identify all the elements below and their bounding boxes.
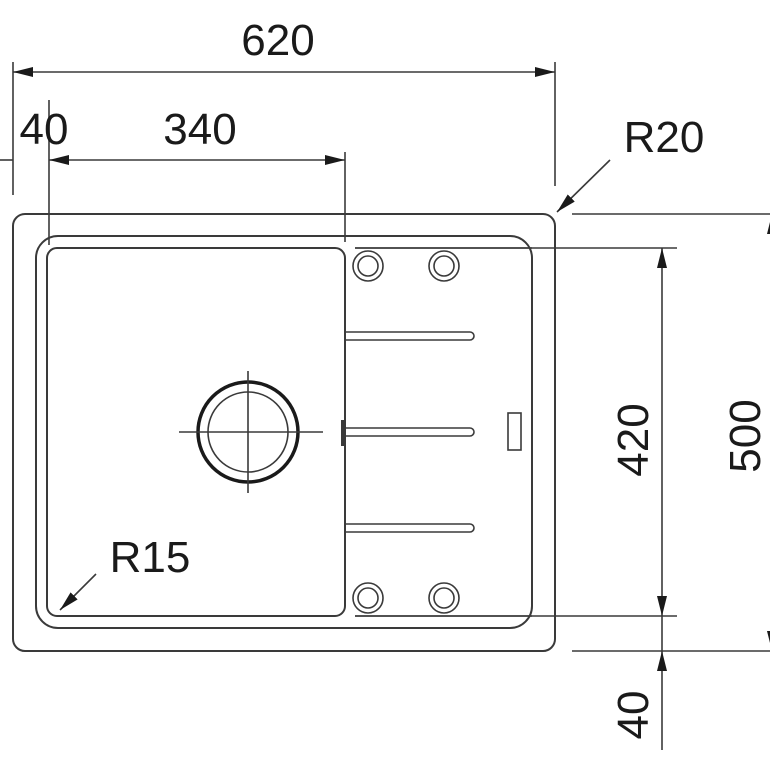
radius-callout-outer: R20	[556, 113, 705, 213]
tap-hole-icon	[428, 250, 460, 282]
tap-hole-icon	[352, 582, 384, 614]
dim-label-420: 420	[609, 403, 658, 476]
tap-hole-icon	[352, 250, 384, 282]
dimension-bowl-width: 340 40	[0, 100, 346, 245]
radius-callout-bowl: R15	[59, 533, 191, 611]
divider-mark	[341, 420, 345, 446]
dimension-overall-depth: 500	[572, 213, 770, 652]
dimension-bowl-depth: 420	[355, 247, 677, 617]
radius-label-r15: R15	[110, 533, 191, 582]
radius-label-r20: R20	[624, 113, 705, 162]
dim-label-40-bottom: 40	[609, 691, 658, 740]
dim-label-40-left: 40	[20, 105, 69, 154]
sink-inner-rim	[35, 235, 533, 629]
drainboard-groove	[345, 331, 475, 341]
drainboard-groove	[345, 427, 475, 437]
sink-outer-outline	[12, 213, 556, 652]
dimension-overall-width: 620	[12, 16, 556, 195]
dim-label-500: 500	[721, 399, 770, 472]
drain-icon	[179, 371, 323, 493]
dimension-bottom-offset: 40	[609, 616, 667, 750]
dim-label-620: 620	[241, 16, 314, 65]
overflow-slot	[507, 412, 522, 451]
dim-label-340: 340	[163, 105, 236, 154]
tap-hole-icon	[428, 582, 460, 614]
drainboard-groove	[345, 523, 475, 533]
